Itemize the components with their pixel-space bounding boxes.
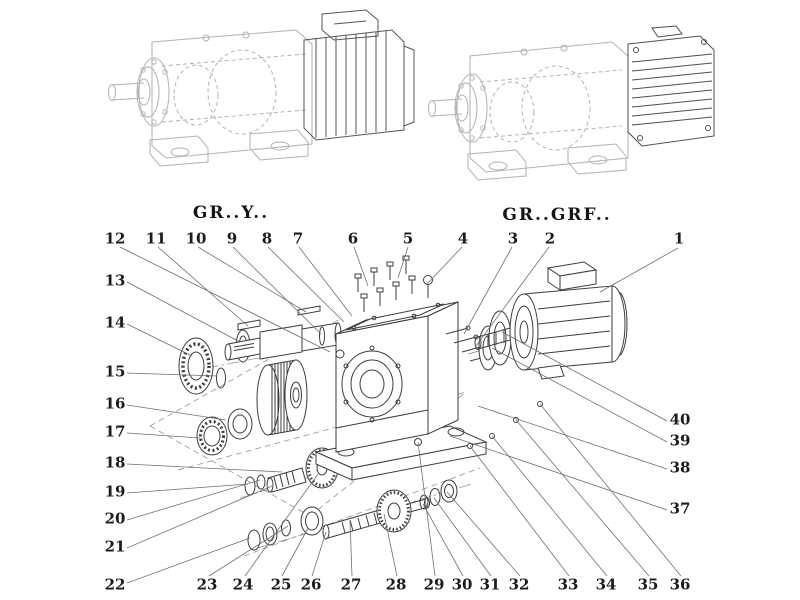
circlip [319,326,325,346]
callout-21: 21 [104,537,126,556]
callout-38: 38 [669,458,691,477]
leader-lines [119,246,682,584]
bearing-b [227,408,253,440]
callout-11: 11 [145,229,167,248]
retaining-ring-e [281,519,291,537]
cover-bolts [354,255,416,312]
callout-30: 30 [451,575,473,594]
callout-32: 32 [508,575,530,594]
callout-16: 16 [104,394,126,413]
pinion-shaft-mid [266,467,307,493]
callout-22: 22 [104,575,126,594]
callout-23: 23 [196,575,218,594]
gearbox-housing [314,301,488,481]
callout-2: 2 [544,229,556,248]
callout-15: 15 [104,362,126,381]
assembled-view-gr-y [108,9,415,167]
callout-10: 10 [185,229,207,248]
callout-18: 18 [104,453,126,472]
callout-3: 3 [507,229,519,248]
callout-26: 26 [300,575,322,594]
callout-7: 7 [292,229,304,248]
left-bearing-ring [178,337,214,395]
retaining-ring-g [429,488,441,506]
callout-31: 31 [479,575,501,594]
callout-39: 39 [669,431,691,450]
electric-motor [509,261,628,380]
callout-8: 8 [261,229,273,248]
retaining-ring-f [419,494,429,510]
callout-19: 19 [104,482,126,501]
callout-27: 27 [340,575,362,594]
callout-34: 34 [595,575,617,594]
callout-4: 4 [457,229,469,248]
callout-6: 6 [347,229,359,248]
variant-title-gr-grf: GR..GRF.. [502,205,612,225]
callout-14: 14 [104,313,126,332]
callout-25: 25 [270,575,292,594]
variant-title-gr-y: GR..Y.. [192,203,270,223]
shaft-keys [237,305,321,331]
callout-29: 29 [423,575,445,594]
assembled-view-gr-grf [428,25,715,181]
callout-36: 36 [669,575,691,594]
callout-24: 24 [232,575,254,594]
callout-40: 40 [669,410,691,429]
callout-20: 20 [104,509,126,528]
washer [216,367,226,389]
bearing-d [440,479,458,503]
callout-37: 37 [669,499,691,518]
callout-13: 13 [104,271,126,290]
callout-28: 28 [385,575,407,594]
helical-gear-large [256,359,308,436]
bearing-c [300,506,324,536]
callout-9: 9 [226,229,238,248]
callout-35: 35 [637,575,659,594]
callout-17: 17 [104,422,126,441]
callout-1: 1 [673,229,685,248]
retaining-ring-d [247,529,261,551]
callout-5: 5 [402,229,414,248]
eye-bolt [423,275,433,298]
callout-33: 33 [557,575,579,594]
callout-12: 12 [104,229,126,248]
bearing-a [196,416,228,456]
retaining-ring-b [256,474,266,490]
